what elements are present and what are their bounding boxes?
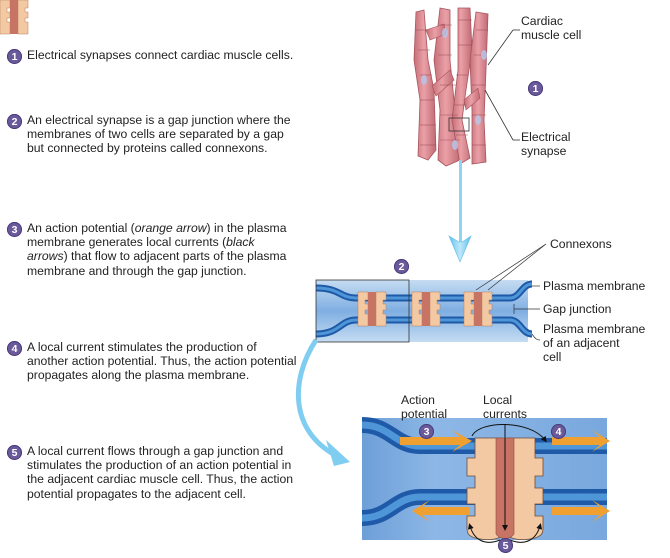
leader-line	[487, 243, 547, 291]
step-1: 1 Electrical synapses connect cardiac mu…	[7, 48, 297, 64]
muscle-fiber	[413, 9, 437, 161]
label-line: synapse	[521, 144, 567, 158]
leader-line	[484, 89, 514, 141]
label-action-potential: Action potential	[401, 393, 447, 421]
label-plasma-membrane: Plasma membrane	[543, 279, 646, 293]
step-badge: 4	[7, 341, 22, 356]
label-line: Electrical	[521, 130, 571, 144]
diagram-badge-1: 1	[528, 81, 543, 96]
label-cardiac-muscle-cell: Cardiac muscle cell	[521, 14, 581, 42]
connexon-detail	[466, 437, 544, 540]
step-text: An electrical synapse is a gap junction …	[27, 113, 297, 156]
label-line: cell	[543, 350, 562, 364]
label-line: Plasma membrane	[543, 322, 646, 336]
local-current-arrows	[467, 424, 547, 543]
step-text: A local current stimulates the productio…	[27, 340, 297, 383]
diagram-badge-3: 3	[419, 424, 434, 439]
step-text: Electrical synapses connect cardiac musc…	[27, 48, 293, 62]
plasma-membrane-top-detail	[361, 417, 607, 454]
muscle-branch	[463, 87, 481, 111]
nuclei	[421, 28, 487, 150]
step-badge: 2	[7, 114, 22, 129]
leader-line	[475, 243, 547, 291]
leader-line	[531, 333, 541, 341]
text-run: An electrical synapse is a gap junction …	[27, 113, 291, 156]
zoom-curved-arrow-icon	[295, 338, 350, 466]
text-run: A local current flows through a gap junc…	[27, 444, 294, 501]
step-badge: 1	[7, 49, 22, 64]
label-line: of an adjacent	[543, 336, 620, 350]
text-run: ) in the plasma membrane generates local…	[27, 221, 287, 250]
cardiac-muscle-cells	[413, 7, 489, 167]
step-4: 4 A local current stimulates the product…	[7, 340, 297, 383]
label-local-currents: Local currents	[483, 393, 527, 421]
label-line: muscle cell	[521, 28, 582, 42]
label-line: Local	[483, 393, 513, 407]
connexon-pair	[0, 0, 29, 35]
step-3: 3 An action potential (orange arrow) in …	[7, 221, 297, 278]
muscle-fiber	[451, 7, 473, 165]
label-line: Cardiac	[521, 14, 563, 28]
orange-arrow-right	[552, 500, 610, 522]
text-run: Electrical synapses connect cardiac musc…	[27, 48, 294, 62]
synapse-highlight-box	[448, 117, 470, 132]
diagram-badge-5: 5	[498, 538, 513, 553]
detail-panel	[361, 417, 610, 543]
muscle-branch	[431, 69, 455, 97]
action-potential-arrows	[400, 430, 610, 522]
label-adjacent-membrane: Plasma membrane of an adjacent cell	[543, 322, 645, 364]
text-run: ) that flow to adjacent parts of the pla…	[27, 249, 287, 278]
text-run: A local current stimulates the productio…	[27, 340, 297, 383]
step-badge: 5	[7, 445, 22, 460]
label-line: currents	[483, 407, 528, 421]
diagram-badge-4: 4	[551, 424, 566, 439]
label-line: Action	[401, 393, 435, 407]
label-gap-junction: Gap junction	[543, 302, 612, 316]
step-2: 2 An electrical synapse is a gap junctio…	[7, 113, 297, 156]
zoom-down-arrow-icon	[448, 160, 472, 263]
step-5: 5 A local current flows through a gap ju…	[7, 444, 297, 501]
italic-text: orange arrow	[134, 221, 207, 235]
striations	[416, 19, 488, 146]
plasma-membrane-bottom-detail	[361, 489, 607, 526]
label-line: potential	[401, 407, 448, 421]
muscle-fiber	[469, 11, 489, 165]
step-badge: 3	[7, 222, 22, 237]
text-run: An action potential (	[27, 221, 135, 235]
italic-text: black arrows	[27, 235, 255, 264]
label-connexons: Connexons	[550, 237, 612, 251]
diagram-badge-2: 2	[394, 259, 409, 274]
gap-junction-panel	[0, 0, 533, 343]
leader-line	[487, 29, 514, 66]
orange-arrow-right	[552, 430, 610, 452]
highlight-box	[315, 279, 410, 343]
step-text: A local current flows through a gap junc…	[27, 444, 297, 501]
orange-arrow-left	[412, 500, 470, 522]
orange-arrow-right	[400, 430, 472, 452]
label-electrical-synapse: Electrical synapse	[521, 130, 570, 158]
step-text: An action potential (orange arrow) in th…	[27, 221, 297, 278]
